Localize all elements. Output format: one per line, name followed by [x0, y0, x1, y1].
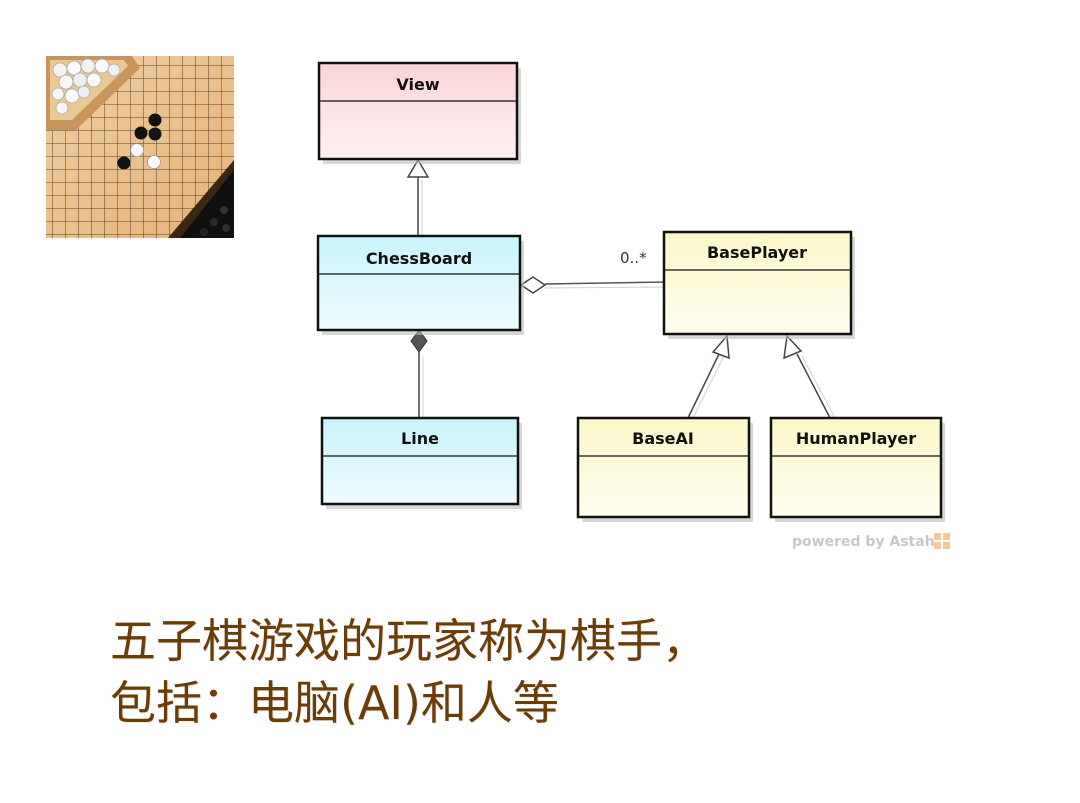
class-name: ChessBoard [366, 249, 472, 268]
class-baseplayer: BasePlayer [662, 230, 855, 339]
aggregation-diamond [519, 276, 547, 294]
class-name: HumanPlayer [796, 429, 916, 448]
class-name: BaseAI [632, 429, 694, 448]
connectors [406, 158, 836, 419]
multiplicity-label: 0..* [620, 249, 647, 267]
class-humanplayer: HumanPlayer [769, 416, 945, 522]
go-board-photo [46, 56, 234, 238]
class-baseai: BaseAI [576, 416, 753, 522]
black-stone-bowl [168, 160, 234, 238]
generalization-humanplayer-baseplayer [796, 353, 831, 419]
caption-line-2: 包括：电脑(AI)和人等 [110, 676, 559, 730]
class-name: View [396, 75, 439, 94]
astah-logo-icon [934, 533, 950, 549]
class-line: Line [320, 416, 522, 509]
generalization-arrowhead [406, 158, 430, 178]
class-view: View [317, 61, 521, 164]
white-stone-bowl [46, 56, 140, 130]
class-chessboard: ChessBoard [316, 234, 524, 335]
generalization-baseai-baseplayer [687, 353, 720, 419]
board-stones [117, 113, 162, 170]
class-name: Line [401, 429, 439, 448]
aggregation-chessboard-baseplayer [544, 281, 667, 285]
astah-watermark: powered by Astah [792, 534, 935, 550]
composition-diamond [410, 329, 428, 353]
class-name: BasePlayer [707, 243, 807, 262]
caption: 五子棋游戏的玩家称为棋手， 包括：电脑(AI)和人等 [110, 610, 708, 734]
caption-line-1: 五子棋游戏的玩家称为棋手， [110, 614, 708, 668]
